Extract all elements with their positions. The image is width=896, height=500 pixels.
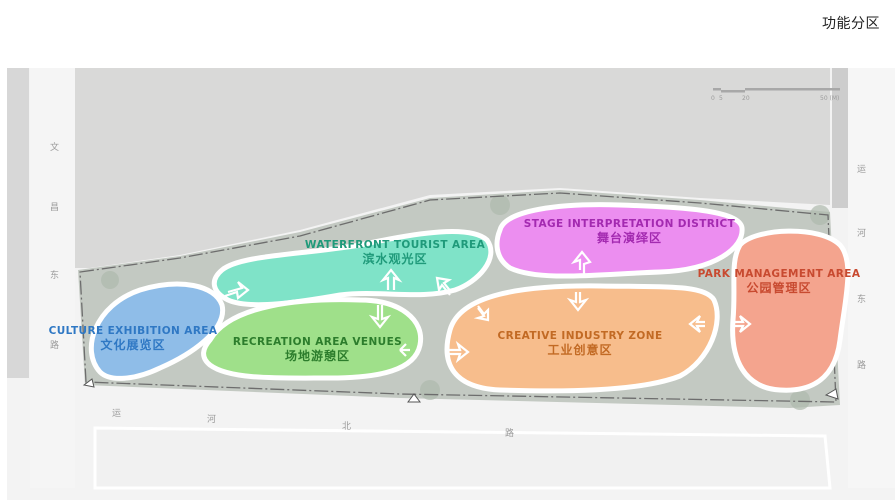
zone-name-en: CREATIVE INDUSTRY ZONE [497,330,663,342]
zone-name-cn: 舞台演绎区 [596,231,662,246]
zone-label-culture: CULTURE EXHIBITION AREA 文化展览区 [44,325,222,353]
zone-label-creative: CREATIVE INDUSTRY ZONE 工业创意区 [490,330,670,358]
zone-name-en: CULTURE EXHIBITION AREA [48,325,218,337]
zone-name-cn: 场地游憩区 [284,349,350,364]
arrow-icon [566,292,590,312]
entry-marker-icon [82,378,95,388]
arrow-icon [368,305,392,329]
zone-waterfront-shape [211,229,494,308]
zone-culture-shape [88,281,226,381]
zone-name-en: STAGE INTERPRETATION DISTRICT [523,218,736,230]
arrow-icon [448,340,470,364]
arrow-icon [435,276,453,296]
zone-creative-shape [444,283,720,394]
arrow-icon [735,315,752,333]
scale-tick: 20 [742,95,750,102]
zone-name-en: WATERFRONT TOURIST AREA [304,239,486,251]
arrow-icon [379,268,403,290]
flow-arrows [224,250,752,364]
zone-label-stage: STAGE INTERPRETATION DISTRICT 舞台演绎区 [517,218,742,246]
west-verge [7,68,29,378]
page-title: 功能分区 [822,16,880,32]
road-label-south: 北 [342,422,352,432]
scale-tick: 0 [711,95,715,102]
zone-name-en: RECREATION AREA VENUES [232,336,403,348]
arrow-icon [473,305,490,322]
arrow-icon [224,281,250,301]
road-label-south: 运 [112,409,122,419]
west-road [30,68,75,488]
water-body [75,68,830,268]
entry-marker-icon [824,388,839,400]
entry-marker-icon [407,393,421,403]
road-label-west: 东 [50,271,60,281]
arrow-icon [688,315,705,333]
scale-tick: 50 (M) [820,95,840,102]
zone-label-waterfront: WATERFRONT TOURIST AREA 滨水观光区 [300,239,490,267]
arrow-icon [570,250,592,274]
road-label-west: 路 [50,341,60,351]
zone-recreation-shape [201,297,424,381]
zone-label-recreation: RECREATION AREA VENUES 场地游憩区 [230,336,405,364]
zone-name-cn: 滨水观光区 [362,252,428,267]
south-block [93,426,832,490]
zone-name-cn: 文化展览区 [100,338,166,353]
road-label-east: 河 [857,229,867,239]
road-label-south: 路 [505,429,515,439]
perimeter-path [79,192,837,403]
zone-stage-shape [494,202,745,279]
east-road [848,68,895,488]
scale-tick: 5 [719,95,723,102]
road-label-east: 运 [857,165,867,175]
road-label-east: 路 [857,361,867,371]
road-label-west: 昌 [50,203,60,213]
scale-bar: 0 5 20 50 (M) [710,86,850,106]
road-label-south: 河 [207,415,217,425]
zone-label-park: PARK MANAGEMENT AREA 公园管理区 [694,268,864,296]
road-label-east: 东 [857,295,867,305]
zone-park-shape [730,228,851,393]
zone-name-en: PARK MANAGEMENT AREA [697,268,861,280]
arrow-icon [399,343,410,357]
zone-name-cn: 工业创意区 [547,343,613,358]
road-label-west: 文 [50,143,60,153]
east-verge [832,68,848,208]
zone-name-cn: 公园管理区 [746,281,812,296]
